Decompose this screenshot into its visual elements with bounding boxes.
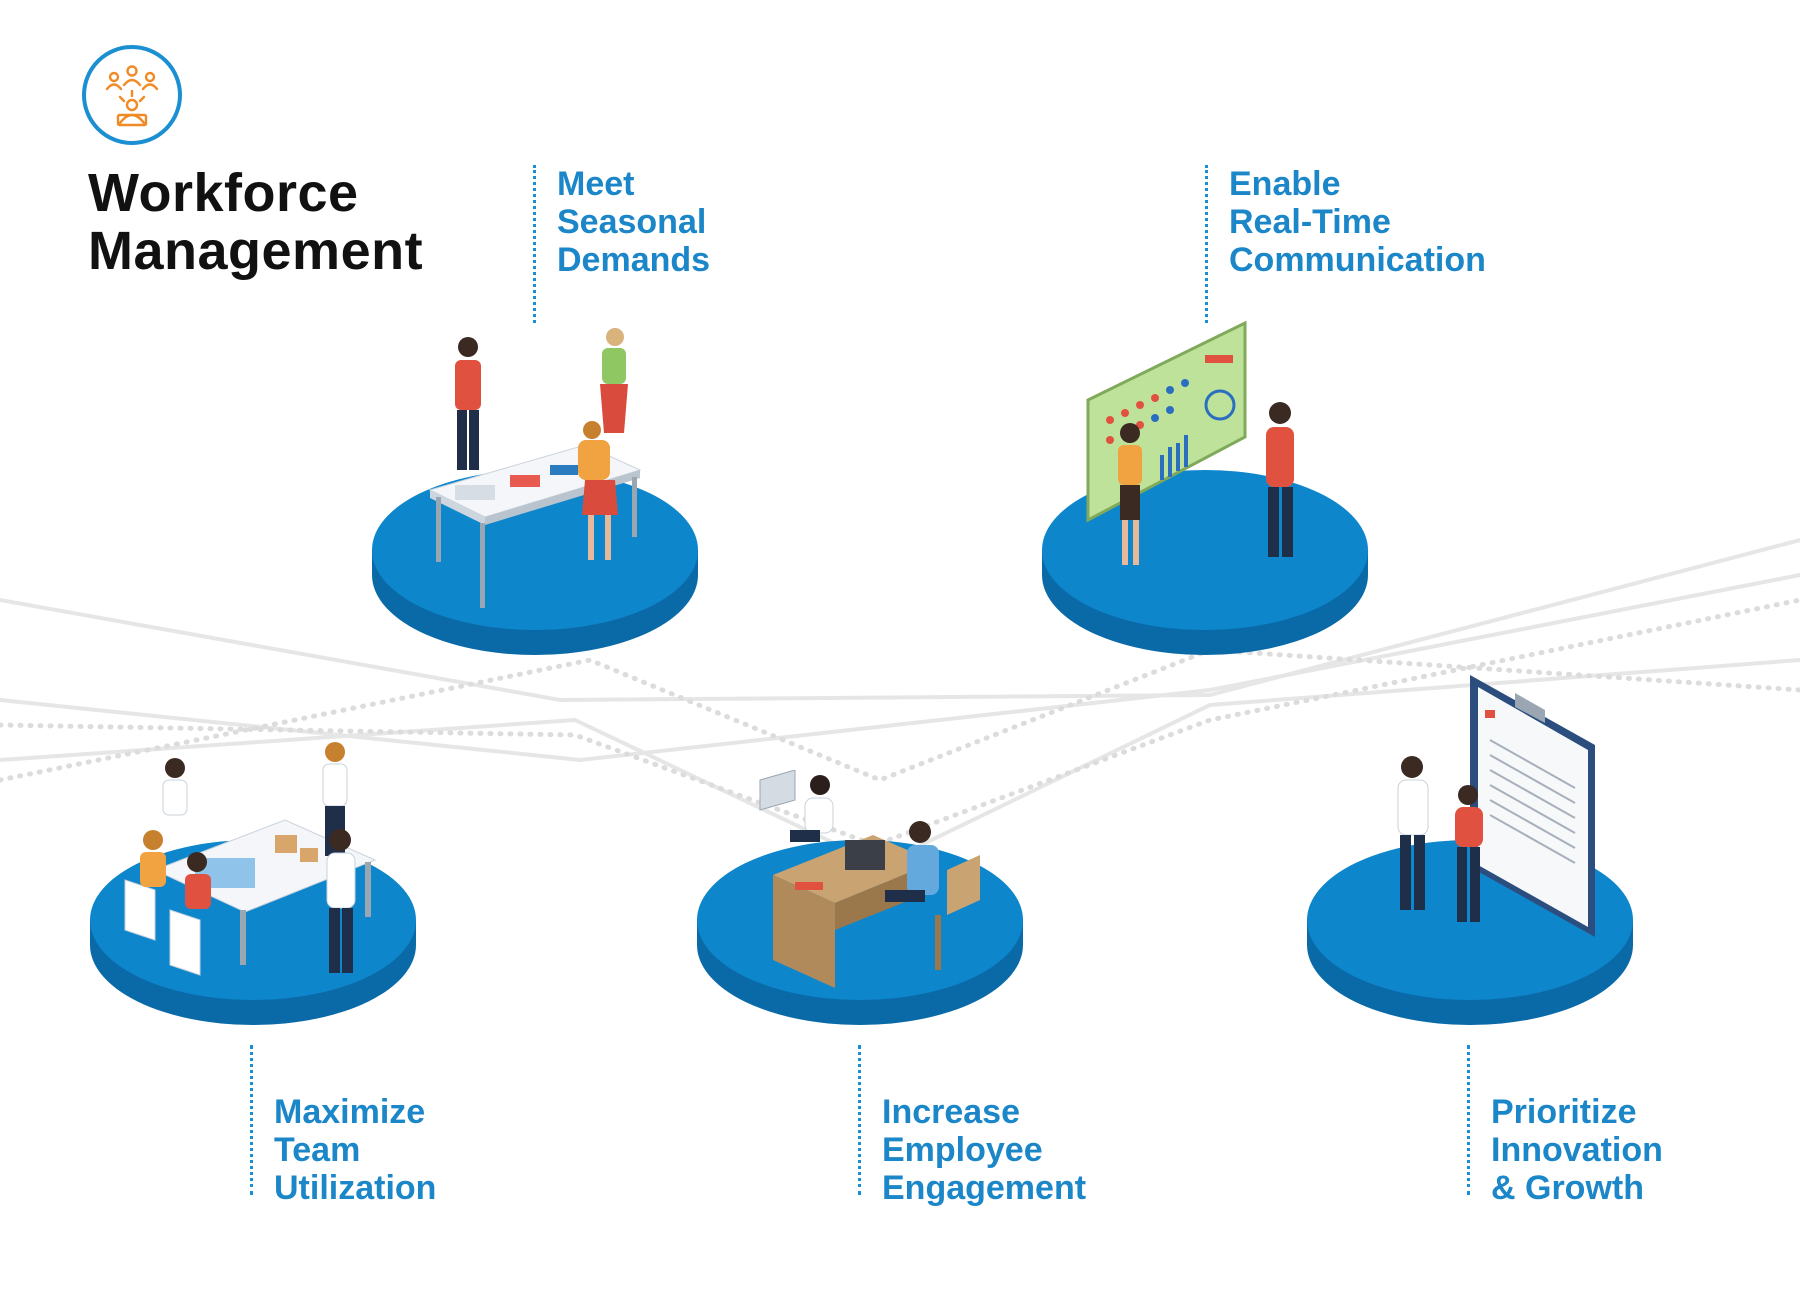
callout-line: Team bbox=[274, 1131, 361, 1169]
callout-line: Engagement bbox=[882, 1169, 1087, 1207]
callout-line: Demands bbox=[557, 241, 711, 279]
dotted-connector bbox=[1205, 165, 1208, 323]
page-title: Workforce Management bbox=[88, 164, 423, 280]
callout-line: Employee bbox=[882, 1131, 1043, 1169]
team-manager-icon bbox=[105, 65, 159, 127]
dotted-connector bbox=[858, 1045, 861, 1195]
callout-label: Meet Seasonal Demands bbox=[557, 165, 710, 279]
planning-table-scene bbox=[372, 328, 698, 655]
dotted-connector bbox=[1467, 1045, 1470, 1195]
agreement-handshake-scene bbox=[1307, 675, 1633, 1025]
callout-line: & Growth bbox=[1491, 1169, 1644, 1207]
callout-line: Increase bbox=[882, 1093, 1020, 1131]
logo-badge bbox=[82, 45, 182, 145]
callout-label: Prioritize Innovation & Growth bbox=[1491, 1093, 1663, 1207]
desk-work-scene bbox=[697, 770, 1023, 1025]
callout-label: Maximize Team Utilization bbox=[274, 1093, 436, 1207]
callout-line: Communication bbox=[1229, 241, 1486, 279]
callout-line: Seasonal bbox=[557, 203, 707, 241]
callout-line: Real-Time bbox=[1229, 203, 1391, 241]
callout-label: Enable Real-Time Communication bbox=[1229, 165, 1486, 279]
dashboard-board-scene bbox=[1042, 320, 1368, 655]
callout-line: Prioritize bbox=[1491, 1093, 1637, 1131]
callout-line: Enable bbox=[1229, 165, 1341, 203]
title-line-1: Workforce bbox=[88, 163, 359, 223]
callout-line: Utilization bbox=[274, 1169, 437, 1207]
callout-line: Innovation bbox=[1491, 1131, 1663, 1169]
dotted-connector bbox=[250, 1045, 253, 1195]
team-meeting-scene bbox=[90, 742, 416, 1025]
callout-label: Increase Employee Engagement bbox=[882, 1093, 1086, 1207]
title-line-2: Management bbox=[88, 221, 424, 281]
callout-line: Maximize bbox=[274, 1093, 426, 1131]
dotted-connector bbox=[533, 165, 536, 323]
callout-line: Meet bbox=[557, 165, 635, 203]
